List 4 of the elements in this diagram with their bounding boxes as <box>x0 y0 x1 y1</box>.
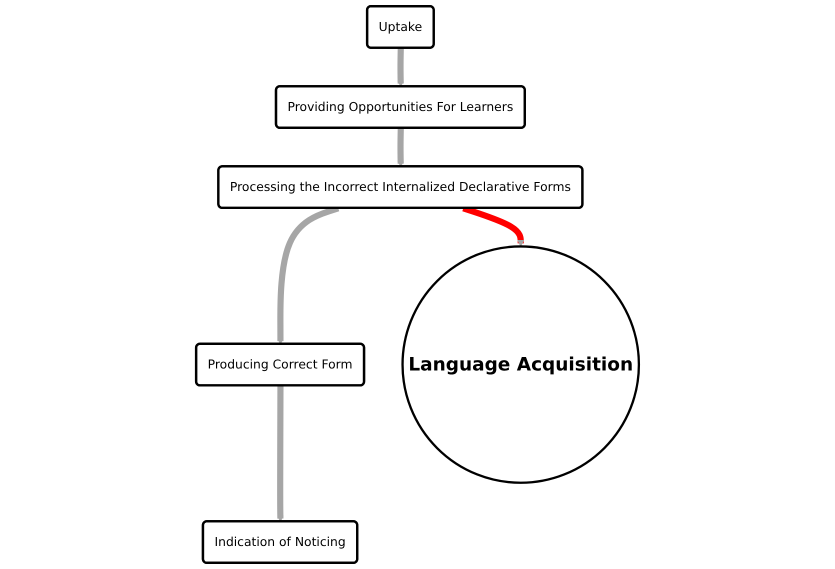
node-circle: Language Acquisition <box>401 245 640 484</box>
arrow <box>276 386 284 522</box>
arrow <box>397 128 404 168</box>
arrow <box>397 48 404 87</box>
